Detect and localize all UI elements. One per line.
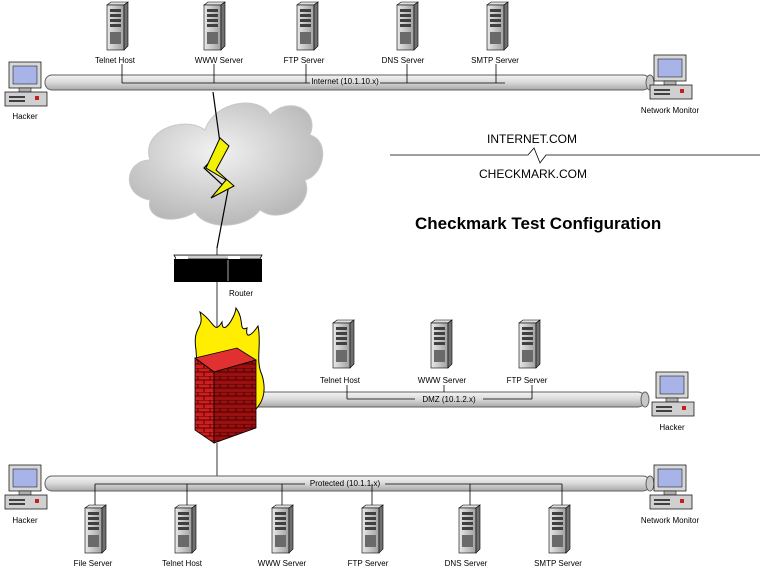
firewall-icon <box>194 306 265 444</box>
protected-drops <box>94 484 563 505</box>
protected-server-label: WWW Server <box>257 559 307 568</box>
workstation-icon <box>649 464 693 510</box>
server-tower-icon <box>296 1 319 51</box>
dmz-segment-label: DMZ (10.1.2.x) <box>422 395 476 404</box>
internet-server-label: DNS Server <box>381 56 425 65</box>
server-tower-icon <box>332 319 355 369</box>
workstation-icon <box>651 371 695 417</box>
dmz-bus <box>251 385 650 408</box>
diagram-title: Checkmark Test Configuration <box>415 214 662 233</box>
server-tower-icon <box>203 1 226 51</box>
protected-monitor-label: Network Monitor <box>640 516 700 525</box>
protected-hacker-label: Hacker <box>12 516 38 525</box>
lightning-icon <box>203 91 235 249</box>
server-tower-icon <box>458 504 481 554</box>
server-tower-icon <box>430 319 453 369</box>
dmz-server-label: Telnet Host <box>319 376 361 385</box>
internet-server-label: Telnet Host <box>94 56 136 65</box>
server-tower-icon <box>518 319 541 369</box>
domain-divider <box>390 147 760 164</box>
protected-server-label: File Server <box>73 559 113 568</box>
server-tower-icon <box>106 1 129 51</box>
dmz-hacker-label: Hacker <box>659 423 685 432</box>
internet-segment-label: Internet (10.1.10.x) <box>311 77 379 86</box>
protected-server-label: FTP Server <box>347 559 389 568</box>
server-tower-icon <box>174 504 197 554</box>
internet-server-label: FTP Server <box>283 56 325 65</box>
internet-domain-label: INTERNET.COM <box>487 132 577 146</box>
server-tower-icon <box>361 504 384 554</box>
workstation-icon <box>4 61 48 107</box>
router-label: Router <box>228 289 254 298</box>
workstation-icon <box>4 464 48 510</box>
router-icon <box>173 248 263 282</box>
internet-monitor-label: Network Monitor <box>640 106 700 115</box>
protected-segment-label: Protected (10.1.1.x) <box>309 479 381 488</box>
checkmark-domain-label: CHECKMARK.COM <box>479 167 588 181</box>
server-tower-icon <box>548 504 571 554</box>
dmz-server-label: WWW Server <box>417 376 467 385</box>
cloud-icon <box>128 102 324 226</box>
internet-hacker-label: Hacker <box>12 112 38 121</box>
internet-drops <box>121 64 497 83</box>
internet-server-label: SMTP Server <box>471 56 519 65</box>
internet-bus <box>44 74 655 91</box>
server-tower-icon <box>84 504 107 554</box>
protected-bus <box>44 475 655 492</box>
server-tower-icon <box>396 1 419 51</box>
workstations <box>4 54 695 510</box>
protected-server-label: SMTP Server <box>534 559 582 568</box>
dmz-server-label: FTP Server <box>506 376 548 385</box>
protected-server-label: Telnet Host <box>161 559 203 568</box>
server-tower-icon <box>486 1 509 51</box>
server-tower-icon <box>271 504 294 554</box>
workstation-icon <box>649 54 693 100</box>
internet-server-label: WWW Server <box>194 56 244 65</box>
protected-server-label: DNS Server <box>444 559 488 568</box>
servers <box>84 1 571 554</box>
